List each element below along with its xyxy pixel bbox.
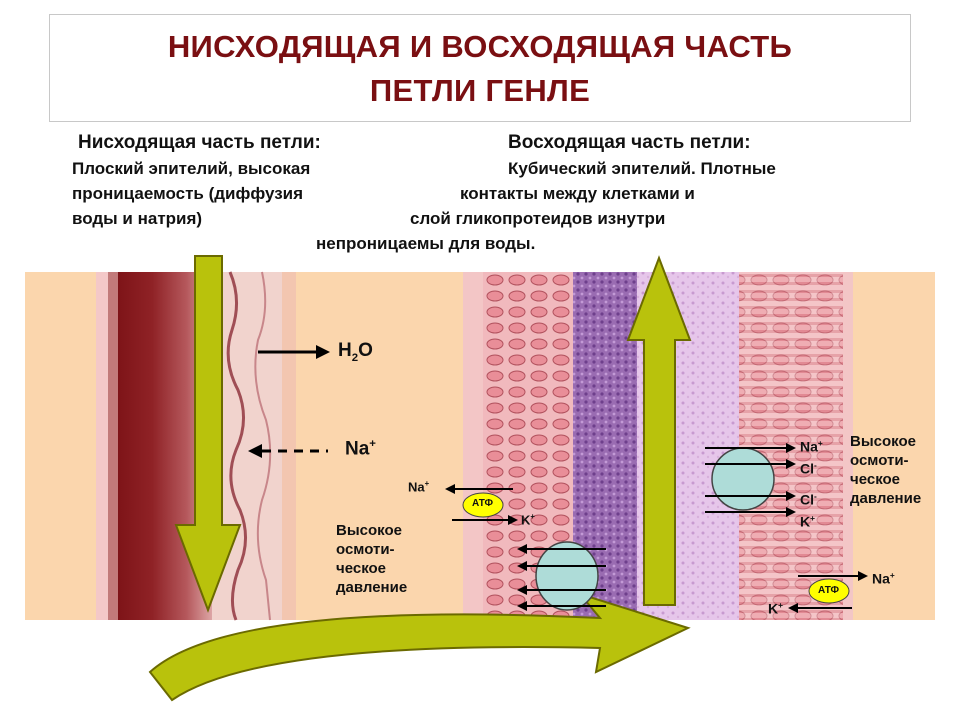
- descending-line-2: проницаемость (диффузия: [72, 184, 304, 203]
- ascending-line-2: контакты между клетками и: [460, 184, 695, 203]
- high-osmotic-left: Высокое осмоти- ческое давление: [336, 522, 408, 596]
- descending-flow-arrow: [174, 255, 242, 613]
- right-carrier: [705, 443, 796, 517]
- descending-line-3: воды и натрия): [72, 209, 203, 228]
- k-pump-right-label: K+: [768, 600, 784, 617]
- title-line-1: НИСХОДЯЩАЯ И ВОСХОДЯЩАЯ ЧАСТЬ: [167, 29, 793, 64]
- ascending-line-4: непроницаемы для воды.: [316, 234, 536, 253]
- na-diffusion-label: Na+: [345, 438, 376, 460]
- na-pump-right-label: Na+: [872, 570, 895, 587]
- atp-right-label: АТФ: [818, 585, 839, 596]
- title-box: НИСХОДЯЩАЯ И ВОСХОДЯЩАЯ ЧАСТЬ ПЕТЛИ ГЕНЛ…: [49, 14, 911, 122]
- left-carrier: [517, 541, 606, 611]
- descending-line-1: Плоский эпителий, высокая: [72, 159, 311, 178]
- na-pump-left-label: Na+: [408, 479, 430, 495]
- ascending-heading: Восходящая часть петли:: [508, 132, 751, 153]
- descending-heading: Нисходящая часть петли:: [78, 132, 321, 153]
- ascending-line-1: Кубический эпителий. Плотные: [508, 159, 776, 178]
- atp-left-label: АТФ: [472, 498, 493, 509]
- title-line-2: ПЕТЛИ ГЕНЛЕ: [369, 73, 591, 108]
- ascending-line-3: слой гликопротеидов изнутри: [410, 209, 666, 228]
- left-atp-pump: [445, 484, 518, 525]
- right-atp-pump: [788, 571, 868, 613]
- high-osmotic-right: Высокое осмоти- ческое давление: [850, 433, 922, 507]
- right-ion-labels: Na+ Cl- Cl- K+: [800, 438, 823, 530]
- loop-bend-arrow: [148, 592, 691, 702]
- ascending-flow-arrow: [626, 255, 692, 606]
- h2o-label: H2O: [338, 340, 373, 364]
- k-pump-left-label: K+: [521, 512, 535, 528]
